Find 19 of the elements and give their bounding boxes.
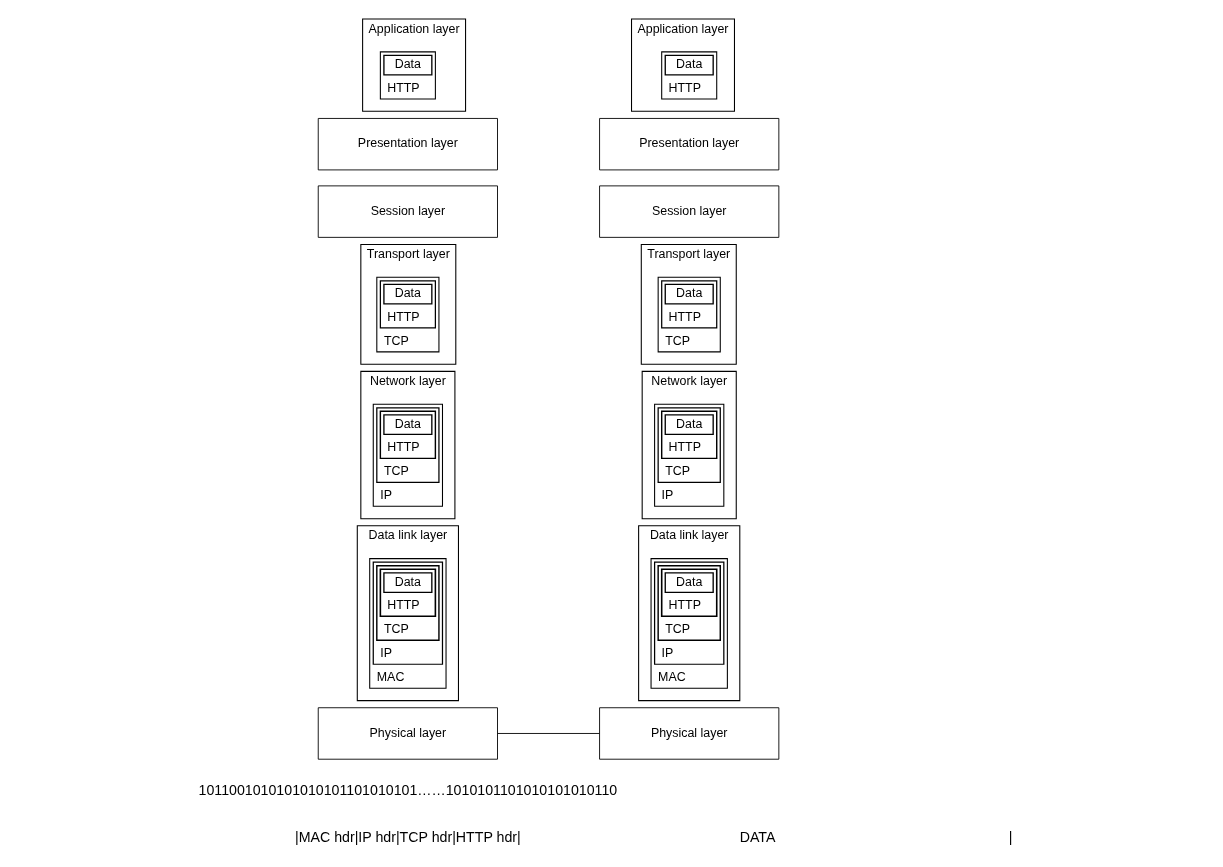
node-box: Data bbox=[664, 54, 714, 76]
label: | bbox=[1008, 829, 1012, 846]
node-box: Data bbox=[664, 414, 714, 436]
node-box: Data bbox=[382, 414, 432, 436]
node-box: Data bbox=[664, 572, 714, 594]
node-box: Physical layer bbox=[598, 707, 779, 760]
label: 1011001010101010101101010101……1010101101010101010110 bbox=[198, 781, 617, 798]
node-box: Presentation layer bbox=[317, 118, 498, 171]
node-box: Data bbox=[382, 54, 432, 76]
node-box: Physical layer bbox=[317, 707, 498, 760]
label: |MAC hdr|IP hdr|TCP hdr|HTTP hdr| bbox=[294, 829, 521, 846]
node-box: Session layer bbox=[598, 185, 779, 238]
node-box: Session layer bbox=[317, 185, 498, 238]
node-box: Presentation layer bbox=[598, 118, 779, 171]
node-box: Data bbox=[382, 572, 432, 594]
label: DATA bbox=[739, 829, 775, 846]
connector bbox=[496, 733, 600, 734]
node-box: Data bbox=[664, 283, 714, 305]
node-box: Data bbox=[382, 283, 432, 305]
